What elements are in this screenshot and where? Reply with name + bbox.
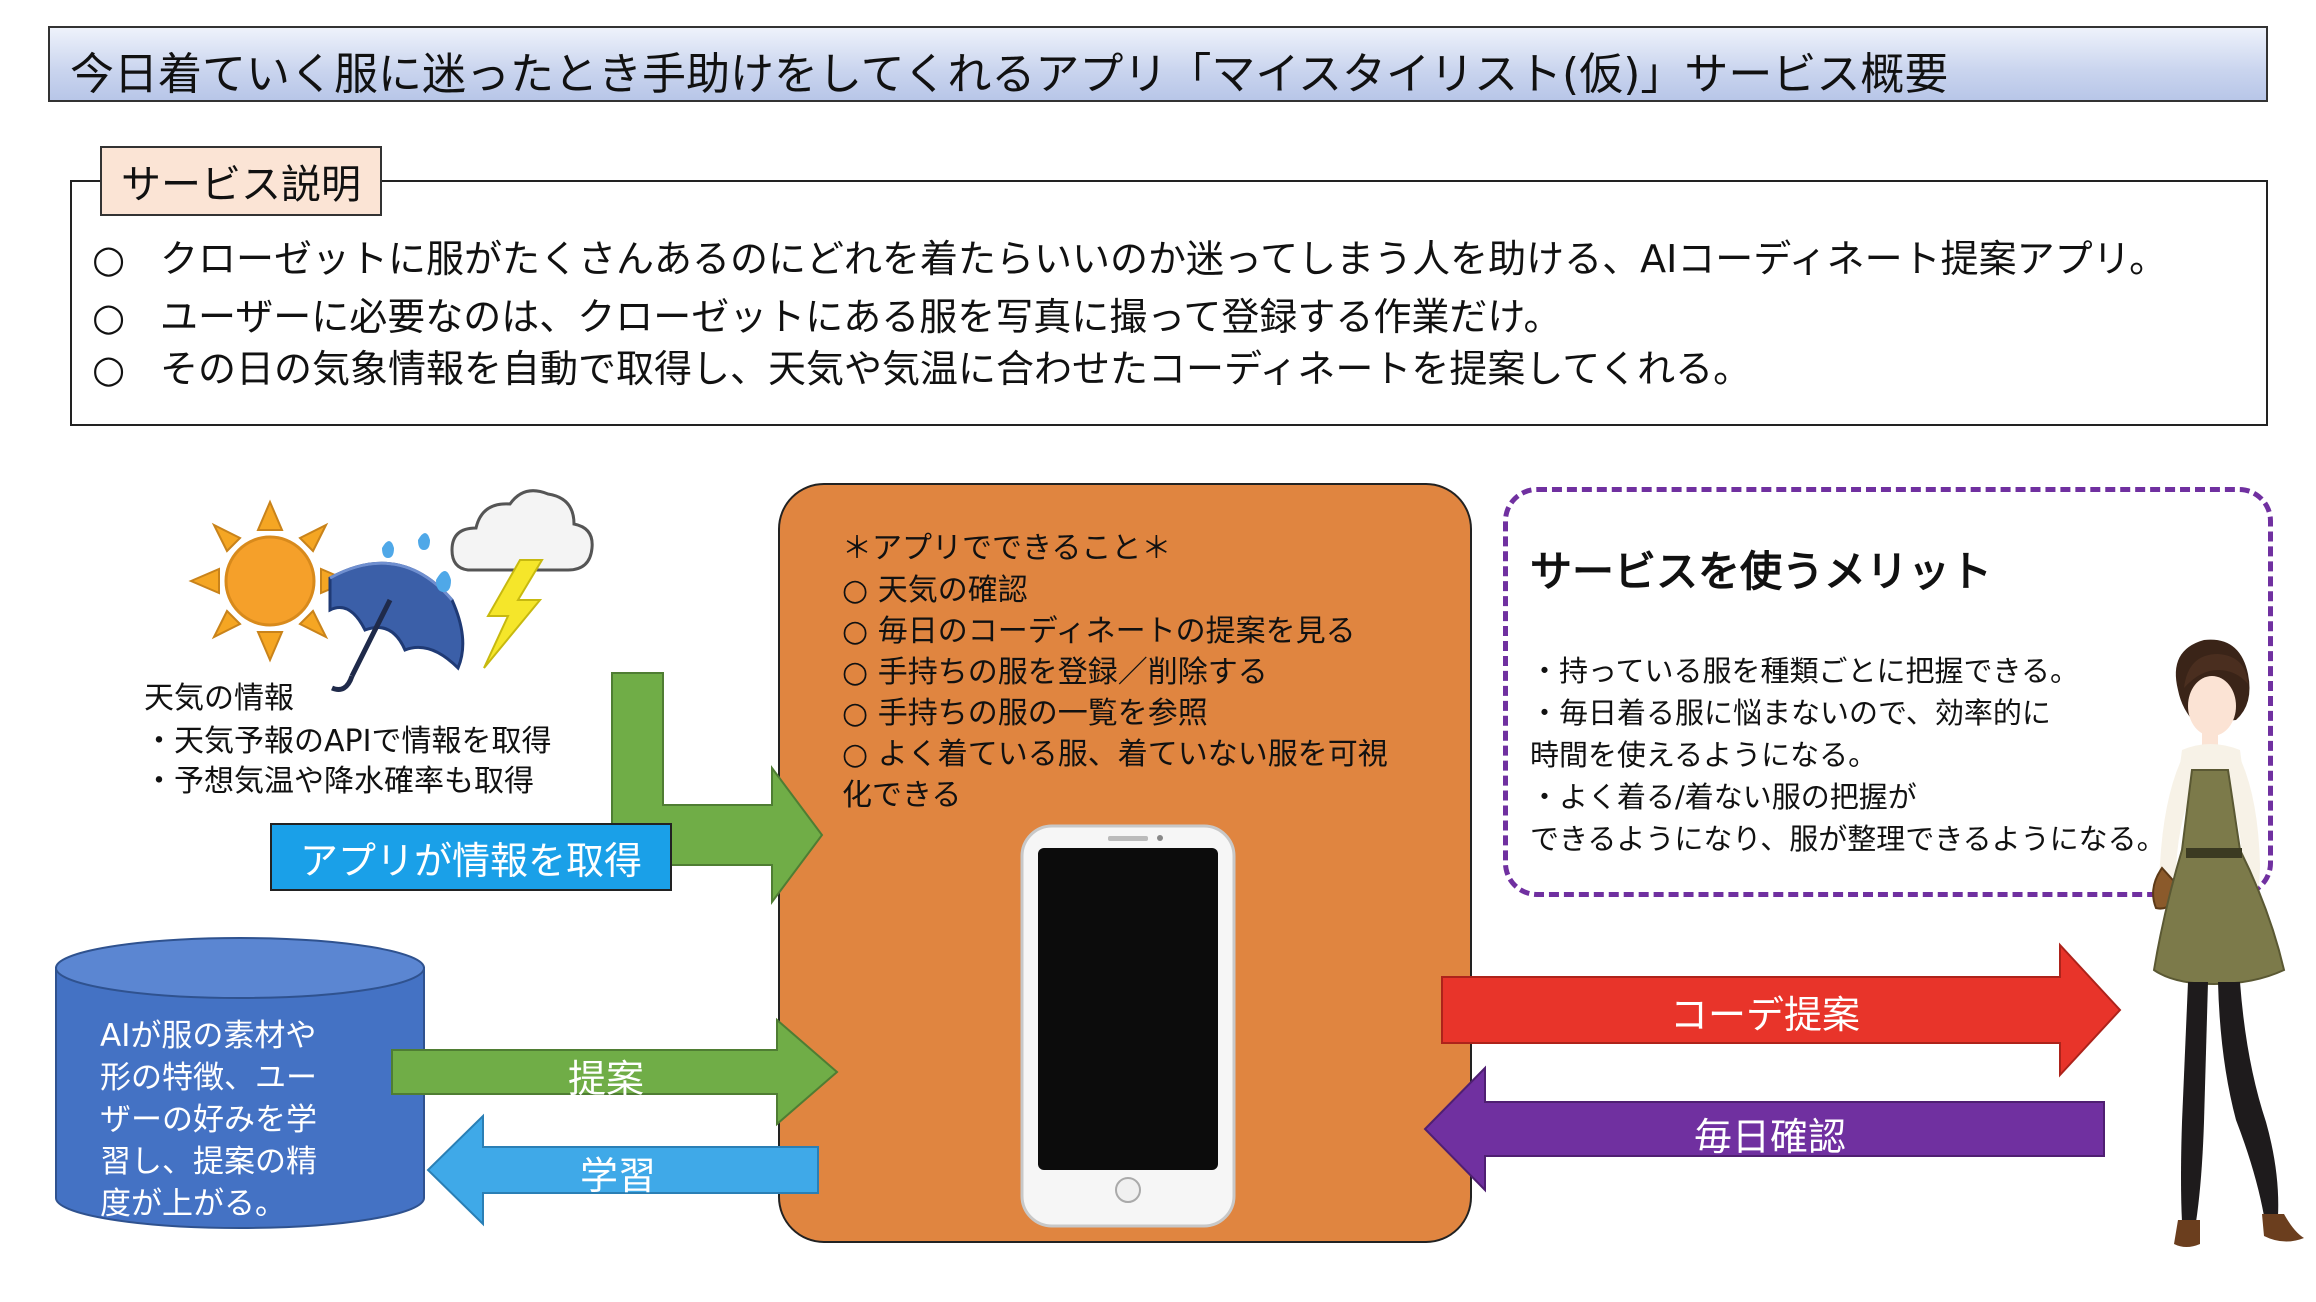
ai-database-cylinder [55,937,425,1229]
database-line-5: 度が上がる。 [100,1186,286,1222]
service-bullet-3: ○ その日の気象情報を自動で取得し、天気や気温に合わせたコーディネートを提案してく… [92,338,1751,393]
database-line-3: ザーの好みを学 [100,1102,317,1138]
coord-proposal-arrow [1441,942,2122,1078]
bullet-mark: ○ [92,347,126,391]
service-description-box [70,180,2268,426]
bullet-mark: ○ [92,295,126,339]
bullet-mark: ○ [92,237,126,281]
app-item-4: ○ 手持ちの服の一覧を参照 [842,696,1208,731]
app-item-2: ○ 毎日のコーディネートの提案を見る [842,614,1356,649]
woman-figure-icon [2152,639,2304,1247]
learn-label: 学習 [579,1154,656,1198]
weather-line-2: ・予想気温や降水確率も取得 [144,764,534,799]
merit-line-1: ・持っている服を種類ごとに把握できる。 [1530,654,2079,688]
service-bullet-1: ○ クローゼットに服がたくさんあるのにどれを着たらいいのか迷ってしまう人を助ける、… [92,228,2167,283]
learn-arrow [426,1113,819,1227]
app-gets-info-label: アプリが情報を取得 [270,823,672,891]
service-bullet-2: ○ ユーザーに必要なのは、クローゼットにある服を写真に撮って登録する作業だけ。 [92,286,1561,341]
database-line-2: 形の特徴、ユー [100,1060,317,1096]
app-item-3: ○ 手持ちの服を登録／削除する [842,655,1268,690]
merit-line-4: ・よく着る/着ない服の把握が [1530,780,1917,814]
weather-line-1: ・天気予報のAPIで情報を取得 [144,724,552,759]
database-line-4: 習し、提案の精 [100,1144,317,1180]
coord-proposal-label: コーデ提案 [1669,993,1860,1037]
title-bar [48,26,2268,102]
propose-arrow [391,1017,839,1127]
merit-line-3: 時間を使えるようになる。 [1530,738,1878,772]
smartphone-icon [1020,824,1236,1228]
app-item-5: ○ よく着ている服、着ていない服を可視 [842,737,1388,772]
sun-icon [188,499,352,663]
service-bullet-text: ユーザーに必要なのは、クローゼットにある服を写真に撮って登録する作業だけ。 [160,295,1562,339]
umbrella-icon [328,533,465,692]
propose-label: 提案 [567,1057,644,1101]
weather-heading: 天気の情報 [144,681,294,716]
app-heading: ＊アプリでできること＊ [842,531,1172,566]
service-description-tag: サービス説明 [100,146,382,216]
merits-title: サービスを使うメリット [1530,547,1993,596]
daily-check-arrow [1423,1065,2105,1193]
service-bullet-text: その日の気象情報を自動で取得し、天気や気温に合わせたコーディネートを提案してくれ… [160,347,1752,391]
merits-box [1503,487,2273,897]
merit-line-5: できるようになり、服が整理できるようになる。 [1530,822,2166,856]
page-title: 今日着ていく服に迷ったとき手助けをしてくれるアプリ「マイスタイリスト(仮)」サー… [70,49,1949,100]
app-item-6: 化できる [842,778,962,813]
daily-check-label: 毎日確認 [1693,1115,1846,1159]
storm-cloud-icon [450,489,594,669]
merit-line-2: ・毎日着る服に悩まないので、効率的に [1530,696,2051,730]
app-item-1: ○ 天気の確認 [842,573,1028,608]
database-line-1: AIが服の素材や [100,1018,317,1054]
service-bullet-text: クローゼットに服がたくさんあるのにどれを着たらいいのか迷ってしまう人を助ける、A… [160,237,2168,281]
